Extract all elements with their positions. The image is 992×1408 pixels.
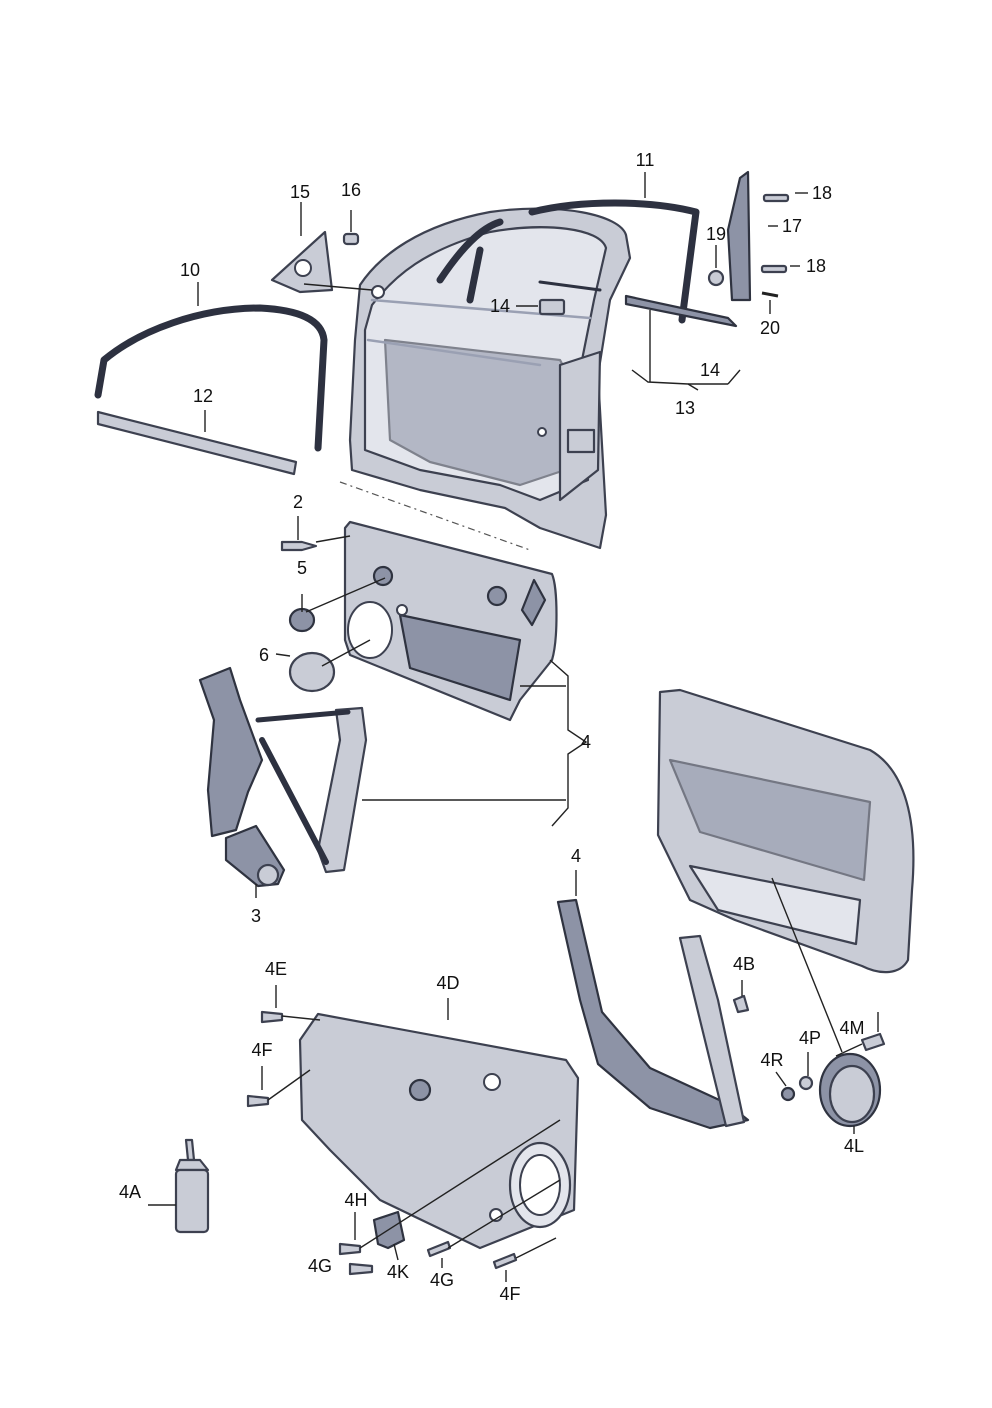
callout-4M: 4M bbox=[839, 1018, 864, 1038]
sealant-bottle-4A bbox=[174, 1138, 210, 1234]
callout-4-bracket: 4 bbox=[581, 732, 591, 752]
callout-4D: 4D bbox=[436, 973, 459, 993]
window-regulator bbox=[198, 666, 368, 874]
callout-10: 10 bbox=[180, 260, 200, 280]
callout-15: 15 bbox=[290, 182, 310, 202]
callout-4R: 4R bbox=[760, 1050, 783, 1070]
screw-4B bbox=[732, 994, 750, 1014]
screw-4G-bolt bbox=[348, 1262, 374, 1276]
callout-20: 20 bbox=[760, 318, 780, 338]
callout-14-lower: 14 bbox=[700, 360, 720, 380]
pillar-trim-17 bbox=[726, 170, 752, 302]
screw-4F-bottom bbox=[492, 1252, 518, 1270]
nut-19 bbox=[707, 269, 725, 287]
callout-labels: 11 15 16 18 17 19 18 10 14 20 14 13 12 2… bbox=[119, 150, 865, 1304]
callout-4F-bottom: 4F bbox=[499, 1284, 520, 1304]
door-seal-10 bbox=[94, 304, 328, 452]
leader-lines bbox=[148, 172, 879, 1282]
callout-4P: 4P bbox=[799, 1028, 821, 1048]
door-base-panel-4D bbox=[298, 1012, 580, 1250]
strip-18-bottom bbox=[760, 264, 788, 274]
screw-4F-left bbox=[246, 1094, 270, 1108]
clip-14 bbox=[538, 298, 566, 316]
callout-19: 19 bbox=[706, 224, 726, 244]
screw-4G-left bbox=[338, 1242, 362, 1256]
cap-5 bbox=[288, 607, 316, 633]
screw-4E bbox=[260, 1010, 284, 1024]
callout-4E: 4E bbox=[265, 959, 287, 979]
callout-4A: 4A bbox=[119, 1182, 141, 1202]
callout-6: 6 bbox=[259, 645, 269, 665]
callout-4G-left: 4G bbox=[308, 1256, 332, 1276]
callout-12: 12 bbox=[193, 386, 213, 406]
callout-14-upper: 14 bbox=[490, 296, 510, 316]
screw-4G-mid bbox=[426, 1240, 452, 1258]
speaker-4L-face bbox=[828, 1064, 876, 1124]
door-shell bbox=[348, 207, 632, 550]
screw-2 bbox=[280, 540, 318, 552]
window-seal-11 bbox=[528, 199, 700, 324]
callout-16: 16 bbox=[341, 180, 361, 200]
callout-4L: 4L bbox=[844, 1136, 864, 1156]
callout-4B: 4B bbox=[733, 954, 755, 974]
window-channel-inner bbox=[436, 218, 504, 284]
screw-4M bbox=[860, 1032, 886, 1052]
callout-13: 13 bbox=[675, 398, 695, 418]
door-trim-panel bbox=[656, 688, 915, 974]
window-strip-upper bbox=[538, 280, 602, 292]
speaker-grille-6 bbox=[288, 651, 336, 693]
door-module-carrier-4 bbox=[556, 898, 750, 1130]
callout-3: 3 bbox=[251, 906, 261, 926]
callout-18-bottom: 18 bbox=[806, 256, 826, 276]
strip-18-top bbox=[762, 193, 790, 203]
washer-4P bbox=[798, 1075, 814, 1091]
window-channel-post bbox=[466, 246, 484, 304]
callout-4G-mid: 4G bbox=[430, 1270, 454, 1290]
callout-17: 17 bbox=[782, 216, 802, 236]
callout-4H: 4H bbox=[344, 1190, 367, 1210]
window-strip-13 bbox=[624, 294, 738, 328]
callout-5: 5 bbox=[297, 558, 307, 578]
window-motor-3 bbox=[224, 824, 286, 888]
callout-4F-left: 4F bbox=[251, 1040, 272, 1060]
callout-4-carrier: 4 bbox=[571, 846, 581, 866]
door-inner-panel-4 bbox=[343, 520, 558, 722]
callout-4K: 4K bbox=[387, 1262, 409, 1282]
callout-2: 2 bbox=[293, 492, 303, 512]
screw-16 bbox=[342, 210, 360, 246]
nut-4R bbox=[780, 1086, 796, 1102]
weather-strip-12 bbox=[96, 410, 298, 476]
callout-11: 11 bbox=[636, 150, 655, 170]
screw-20 bbox=[761, 291, 779, 314]
callout-18-top: 18 bbox=[812, 183, 832, 203]
bracket-4 bbox=[549, 659, 588, 827]
